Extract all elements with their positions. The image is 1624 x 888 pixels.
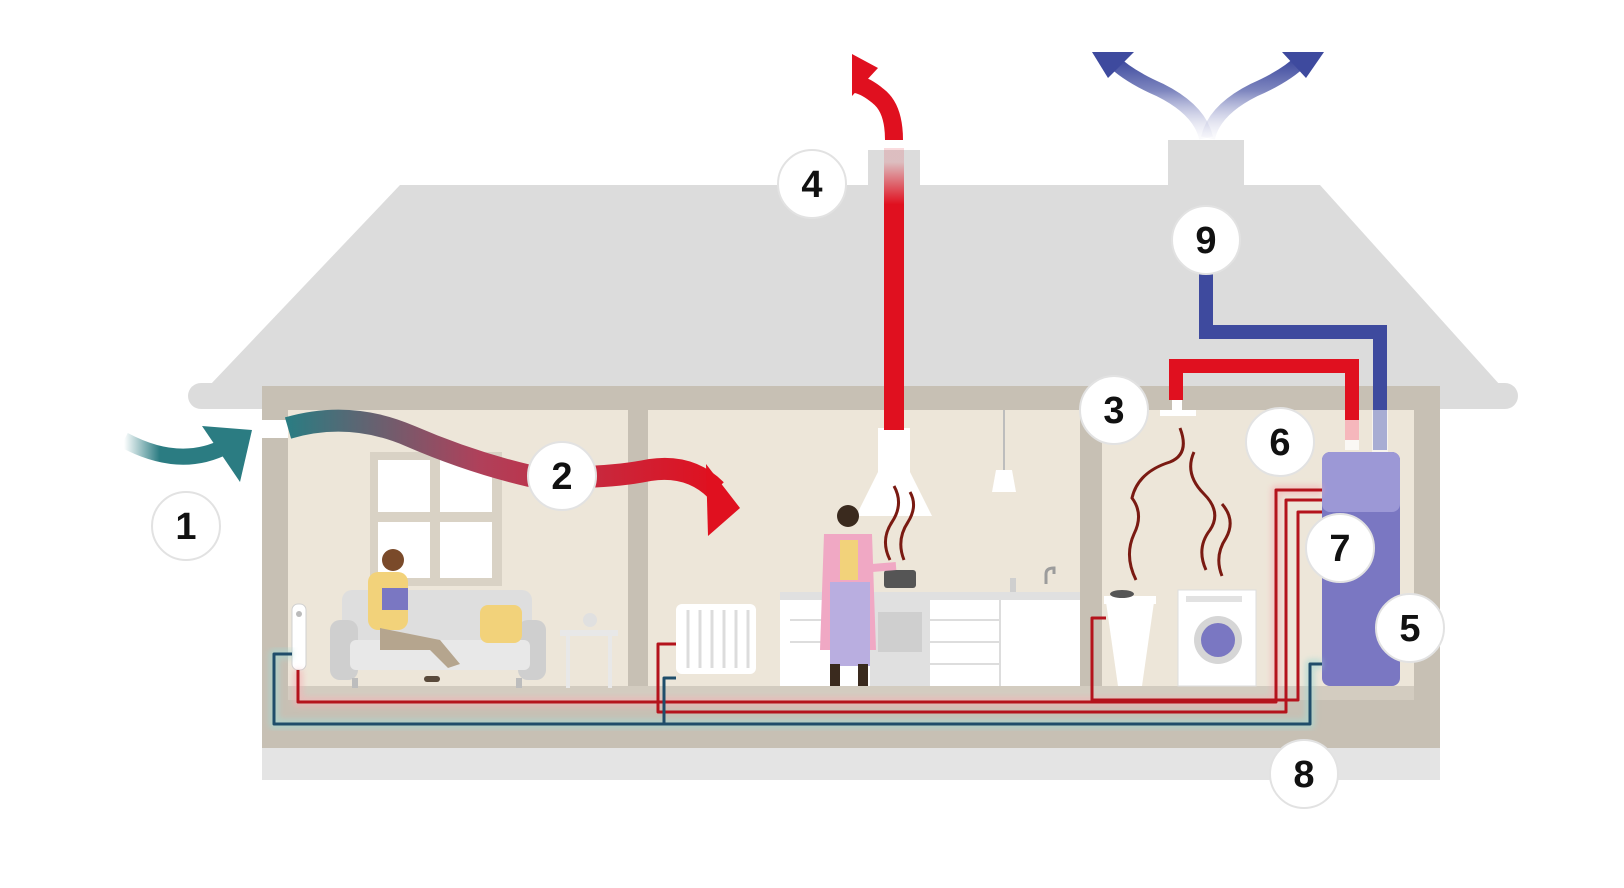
callouts: 1 2 3 4 5 6 7 8 9 — [151, 149, 1445, 809]
kitchen-exhaust-duct — [852, 54, 904, 430]
washing-machine-icon — [1177, 589, 1257, 687]
callout-number: 4 — [801, 164, 822, 206]
radiator-icon — [291, 603, 307, 671]
air-vent-wall — [262, 420, 288, 438]
utility-extract-duct — [1169, 359, 1359, 450]
shower-tray-icon — [1104, 590, 1156, 686]
callout-circle — [1079, 375, 1149, 445]
callout-number: 3 — [1103, 390, 1124, 432]
callout-4: 4 — [777, 149, 847, 219]
cooking-steam — [884, 485, 915, 561]
callout-circle — [1269, 739, 1339, 809]
utility-steam — [1128, 427, 1232, 581]
pendant-lamp-icon — [992, 410, 1016, 492]
supply-air-arrow — [284, 409, 740, 536]
foundation — [262, 748, 1440, 780]
outlet-air-arrows — [1092, 52, 1324, 140]
callout-number: 2 — [551, 456, 572, 498]
heating-pipes — [269, 485, 1322, 729]
callout-circle — [1171, 205, 1241, 275]
callout-7: 7 — [1305, 513, 1375, 583]
callout-8: 8 — [1269, 739, 1339, 809]
callout-circle — [777, 149, 847, 219]
callout-number: 8 — [1293, 754, 1314, 796]
callout-number: 6 — [1269, 422, 1290, 464]
callout-circle — [151, 491, 221, 561]
person-cooking-icon — [820, 505, 897, 686]
callout-circle — [527, 441, 597, 511]
callout-3: 3 — [1079, 375, 1149, 445]
stove-icon — [870, 570, 930, 686]
callout-number: 7 — [1329, 528, 1350, 570]
side-table-icon — [560, 613, 618, 688]
callout-circle — [1245, 407, 1315, 477]
callout-number: 5 — [1399, 608, 1420, 650]
callout-2: 2 — [527, 441, 597, 511]
callout-9: 9 — [1171, 205, 1241, 275]
callout-circle — [1375, 593, 1445, 663]
callout-number: 9 — [1195, 220, 1216, 262]
callout-6: 6 — [1245, 407, 1315, 477]
callout-5: 5 — [1375, 593, 1445, 663]
callout-number: 1 — [175, 506, 196, 548]
callout-1: 1 — [151, 491, 221, 561]
person-reading-icon — [368, 549, 460, 682]
fresh-air-arrow — [120, 426, 252, 482]
radiator-icon — [676, 604, 756, 674]
extract-vent-icon — [1160, 398, 1196, 416]
callout-circle — [1305, 513, 1375, 583]
